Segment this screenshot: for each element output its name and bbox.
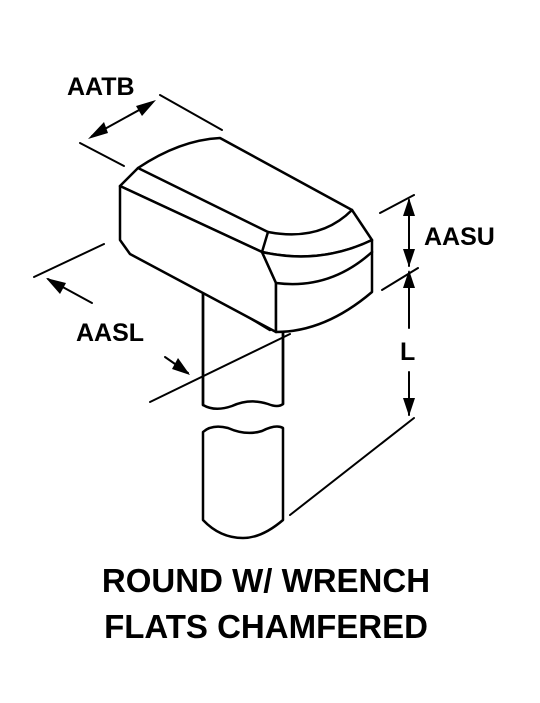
dimension-aatb: AATB — [67, 73, 223, 167]
label-aasl: AASL — [76, 319, 144, 347]
dimension-aasl: AASL — [33, 243, 291, 403]
caption-line-1: ROUND W/ WRENCH — [102, 562, 430, 599]
caption-line-2: FLATS CHAMFERED — [104, 608, 428, 645]
label-aatb: AATB — [67, 73, 135, 101]
shank-upper — [201, 288, 285, 410]
label-aasu: AASU — [424, 223, 495, 251]
caption: ROUND W/ WRENCH FLATS CHAMFERED — [102, 562, 430, 645]
bolt-head — [118, 136, 374, 334]
shank-lower — [201, 425, 285, 540]
label-l: L — [400, 338, 415, 366]
dimension-aasu: AASU — [379, 194, 495, 291]
dimension-l: L — [289, 270, 415, 516]
